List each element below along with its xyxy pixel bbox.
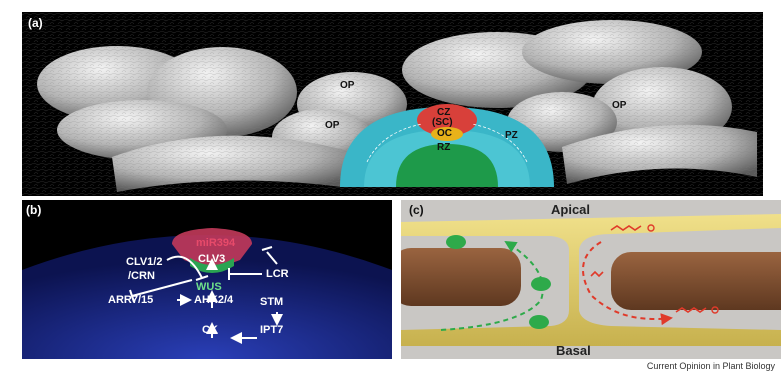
clv12-label: CLV1/2 — [126, 256, 162, 268]
sc-label: (SC) — [432, 117, 453, 128]
rz-label: RZ — [437, 142, 450, 153]
ahk-label: AHK2/4 — [194, 294, 233, 306]
mir394-label: miR394 — [196, 237, 235, 249]
stm-label: STM — [260, 296, 283, 308]
op-label-right: OP — [612, 100, 626, 111]
apical-label: Apical — [551, 202, 590, 217]
wus-label: WUS — [196, 281, 222, 293]
oc-label: OC — [437, 128, 452, 139]
panel-c-label: (c) — [409, 203, 424, 217]
meristem-illustration — [22, 12, 763, 196]
arr-label: ARR7/15 — [108, 294, 153, 306]
crn-label: /CRN — [128, 270, 155, 282]
pz-label: PZ — [505, 130, 518, 141]
ck-label: CK — [202, 324, 218, 336]
panel-c-plasmodesmata: (c) Apical Basal — [401, 200, 781, 359]
plasmodesmata-illustration — [401, 200, 781, 359]
ipt7-label: IPT7 — [260, 324, 283, 336]
panel-b-label: (b) — [26, 203, 41, 217]
journal-credit: Current Opinion in Plant Biology — [647, 361, 775, 371]
lcr-label: LCR — [266, 268, 289, 280]
op-label-top: OP — [340, 80, 354, 91]
clv3-label: CLV3 — [198, 253, 225, 265]
basal-label: Basal — [556, 343, 591, 358]
op-label-left: OP — [325, 120, 339, 131]
panel-b-regulatory-network: (b) miR394 CLV3 CLV1/2 /CRN LCR WUS ARR7… — [22, 200, 392, 359]
panel-a-label: (a) — [28, 16, 43, 30]
panel-a-meristem-render: (a) OP OP OP CZ (SC) OC PZ RZ — [22, 12, 763, 196]
